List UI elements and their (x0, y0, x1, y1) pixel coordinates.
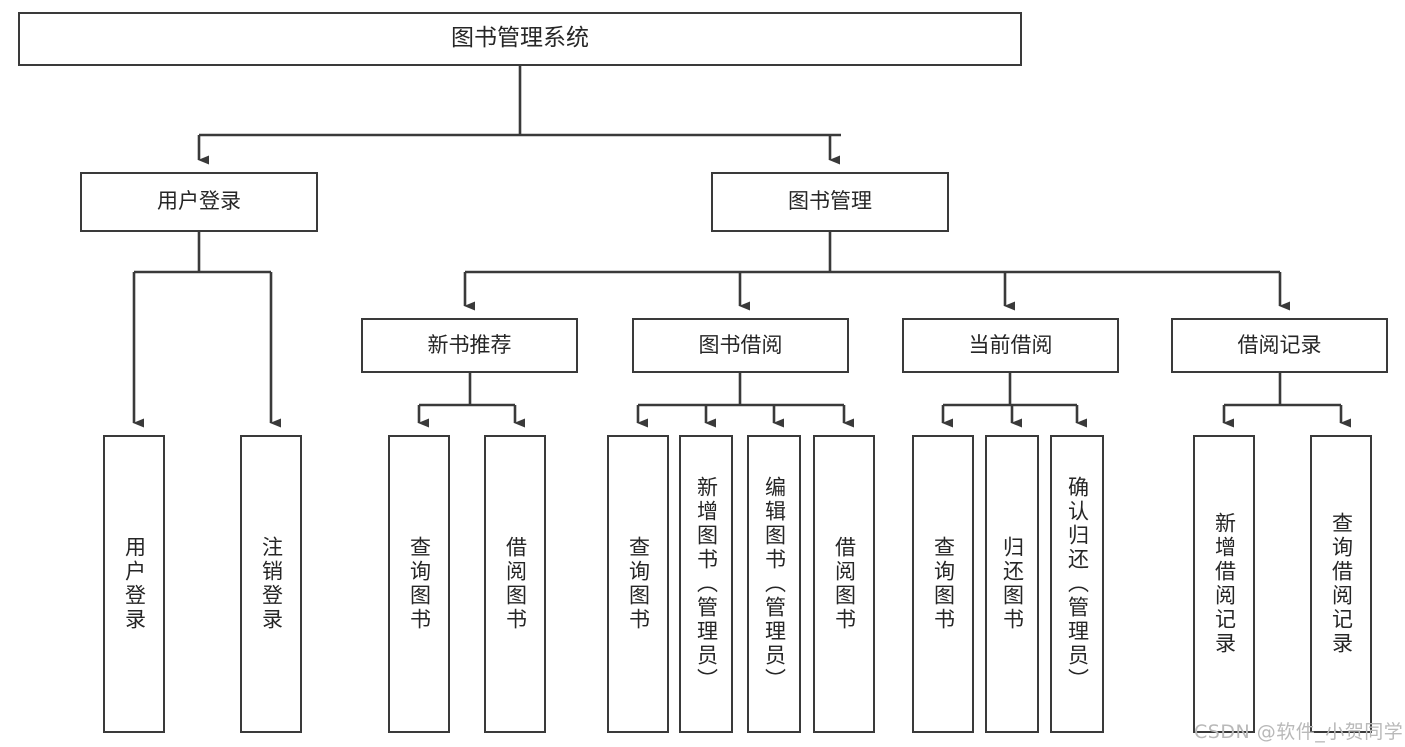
leaf-add-book-admin[interactable]: 新增图书（管理员） (679, 435, 733, 733)
leaf-borrow-book-recommend[interactable]: 借阅图书 (484, 435, 546, 733)
node-book-borrow[interactable]: 图书借阅 (632, 318, 849, 373)
node-book-borrow-label: 图书借阅 (698, 332, 783, 357)
node-user-login-label: 用户登录 (157, 189, 241, 214)
leaf-return-book[interactable]: 归还图书 (985, 435, 1039, 733)
leaf-add-book-admin-label: 新增图书（管理员） (694, 476, 719, 692)
leaf-user-login-label: 用户登录 (122, 536, 147, 632)
leaf-edit-book-admin[interactable]: 编辑图书（管理员） (747, 435, 801, 733)
csdn-watermark: CSDN @软件_小贺同学 (1194, 721, 1404, 743)
leaf-borrow-book-label: 借阅图书 (832, 536, 857, 632)
leaf-borrow-book[interactable]: 借阅图书 (813, 435, 875, 733)
node-book-management-label: 图书管理 (788, 189, 872, 214)
leaf-confirm-return-admin-label: 确认归还（管理员） (1065, 476, 1090, 692)
node-book-management[interactable]: 图书管理 (711, 172, 949, 232)
leaf-confirm-return-admin[interactable]: 确认归还（管理员） (1050, 435, 1104, 733)
leaf-add-borrow-record[interactable]: 新增借阅记录 (1193, 435, 1255, 733)
node-root-label: 图书管理系统 (451, 25, 589, 52)
leaf-query-borrow-record[interactable]: 查询借阅记录 (1310, 435, 1372, 733)
node-root[interactable]: 图书管理系统 (18, 12, 1022, 66)
leaf-query-borrow-record-label: 查询借阅记录 (1329, 512, 1354, 656)
leaf-query-book-recommend-label: 查询图书 (407, 536, 432, 632)
node-current-borrow-label: 当前借阅 (968, 332, 1053, 357)
leaf-borrow-book-recommend-label: 借阅图书 (503, 536, 528, 632)
leaf-logout[interactable]: 注销登录 (240, 435, 302, 733)
leaf-query-book-current[interactable]: 查询图书 (912, 435, 974, 733)
node-user-login[interactable]: 用户登录 (80, 172, 318, 232)
leaf-query-book-borrow[interactable]: 查询图书 (607, 435, 669, 733)
leaf-logout-label: 注销登录 (259, 536, 284, 632)
leaf-edit-book-admin-label: 编辑图书（管理员） (762, 476, 787, 692)
leaf-query-book-current-label: 查询图书 (931, 536, 956, 632)
leaf-add-borrow-record-label: 新增借阅记录 (1212, 512, 1237, 656)
leaf-query-book-borrow-label: 查询图书 (626, 536, 651, 632)
leaf-user-login[interactable]: 用户登录 (103, 435, 165, 733)
node-borrow-record[interactable]: 借阅记录 (1171, 318, 1388, 373)
leaf-query-book-recommend[interactable]: 查询图书 (388, 435, 450, 733)
leaf-return-book-label: 归还图书 (1000, 536, 1025, 632)
node-new-book-recommend-label: 新书推荐 (427, 332, 512, 357)
node-current-borrow[interactable]: 当前借阅 (902, 318, 1119, 373)
node-new-book-recommend[interactable]: 新书推荐 (361, 318, 578, 373)
node-borrow-record-label: 借阅记录 (1237, 332, 1322, 357)
